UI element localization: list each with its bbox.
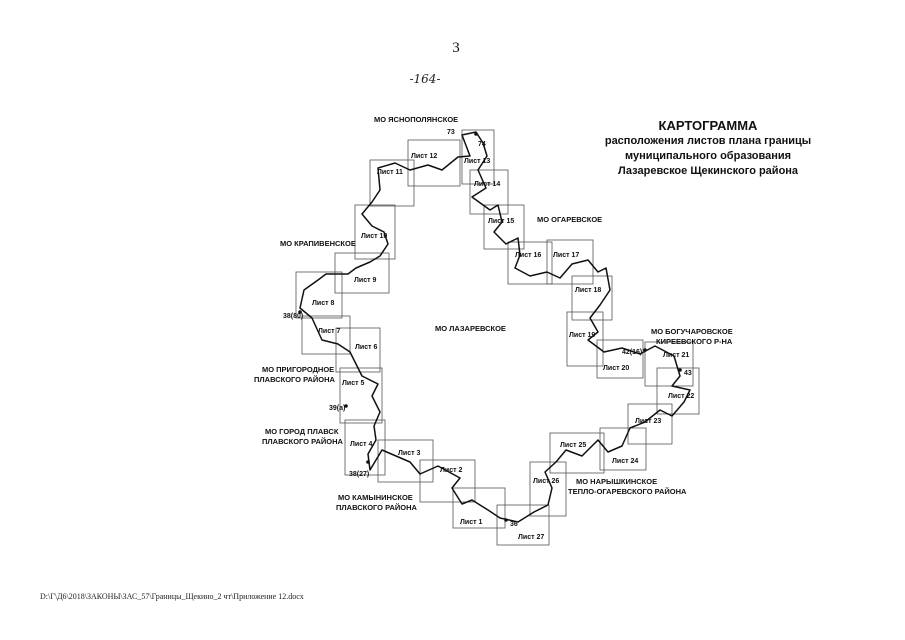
sheet-3-frame[interactable]	[377, 439, 434, 483]
sheet-label-13[interactable]: Лист 13	[464, 158, 490, 165]
sheet-19-frame[interactable]	[566, 311, 604, 367]
sheet-label-16[interactable]: Лист 16	[515, 252, 541, 259]
point-marker-36	[504, 518, 508, 522]
sheet-label-2[interactable]: Лист 2	[440, 467, 462, 474]
page-number: 3	[452, 40, 460, 56]
point-marker-38-27	[366, 460, 370, 464]
sheet-12-frame[interactable]	[407, 139, 461, 187]
neighbor-naryshkinskoe-line2: ТЕПЛО-ОГАРЕВСКОГО РАЙОНА	[568, 487, 687, 496]
map-title: КАРТОГРАММА расположения листов плана гр…	[578, 118, 838, 179]
sheet-label-8[interactable]: Лист 8	[312, 300, 334, 307]
sheet-20-frame[interactable]	[596, 339, 644, 379]
sheet-10-frame[interactable]	[354, 204, 396, 260]
sheet-label-15[interactable]: Лист 15	[488, 218, 514, 225]
sheet-label-14[interactable]: Лист 14	[474, 181, 500, 188]
sheet-8-frame[interactable]	[295, 271, 343, 319]
sheet-label-19[interactable]: Лист 19	[569, 332, 595, 339]
title-line-3: муниципального образования	[624, 150, 792, 162]
point-label-36: 36	[510, 521, 518, 528]
sheet-6-frame[interactable]	[335, 327, 381, 373]
sheet-label-6[interactable]: Лист 6	[355, 344, 377, 351]
sheet-label-20[interactable]: Лист 20	[603, 365, 629, 372]
point-label-38-27: 38(27)	[349, 471, 369, 478]
neighbor-kamyninskoe-line1: МО КАМЫНИНСКОЕ	[338, 493, 413, 502]
sheet-17-frame[interactable]	[546, 239, 594, 285]
sheet-label-22[interactable]: Лист 22	[668, 393, 694, 400]
sheet-23-frame[interactable]	[627, 403, 673, 445]
municipal-boundary-line	[299, 131, 691, 523]
sheet-1-frame[interactable]	[452, 487, 506, 529]
sheet-label-10[interactable]: Лист 10	[361, 233, 387, 240]
sheet-18-frame[interactable]	[571, 275, 613, 321]
sheet-label-11[interactable]: Лист 11	[377, 169, 403, 176]
point-marker-38-80	[298, 310, 302, 314]
point-markers	[298, 132, 682, 522]
document-file-path: D:\Г\Д6\2018\ЗАКОНЫ\ЗАС_57\Границы_Щекин…	[40, 592, 304, 601]
neighbor-prigorodnoe-line1: МО ПРИГОРОДНОЕ	[262, 365, 334, 374]
point-labels: 73 74 38(80) 39(a) 38(27) 36 42(16) 43	[283, 129, 692, 528]
point-marker-43	[678, 368, 682, 372]
municipality-labels: МО ЛАЗАРЕВСКОЕ МО ЯСНОПОЛЯНСКОЕ МО ОГАРЕ…	[254, 115, 733, 512]
sheet-label-12[interactable]: Лист 12	[411, 153, 437, 160]
sheet-grid	[295, 129, 700, 546]
point-label-74: 74	[478, 141, 486, 148]
neighbor-bogucharovskoe-line1: МО БОГУЧАРОВСКОЕ	[651, 327, 733, 336]
sheet-5-frame[interactable]	[339, 367, 383, 424]
neighbor-plavsk-line1: МО ГОРОД ПЛАВСК	[265, 427, 339, 436]
sheet-label-1[interactable]: Лист 1	[460, 519, 482, 526]
sheet-4-frame[interactable]	[344, 419, 386, 476]
neighbor-bogucharovskoe-line2: КИРЕЕВСКОГО Р-НА	[656, 337, 733, 346]
sheet-label-25[interactable]: Лист 25	[560, 442, 586, 449]
sheet-21-frame[interactable]	[644, 341, 694, 387]
neighbor-yasnopolyanskoe: МО ЯСНОПОЛЯНСКОЕ	[374, 115, 458, 124]
neighbor-naryshkinskoe-line1: МО НАРЫШКИНСКОЕ	[576, 477, 657, 486]
sheet-25-frame[interactable]	[549, 432, 605, 474]
sheet-16-frame[interactable]	[507, 241, 553, 285]
point-marker-74	[474, 132, 478, 136]
sheet-2-frame[interactable]	[419, 459, 476, 503]
sheet-label-26[interactable]: Лист 26	[533, 478, 559, 485]
sheet-label-9[interactable]: Лист 9	[354, 277, 376, 284]
point-marker-39a	[344, 404, 348, 408]
sheet-label-18[interactable]: Лист 18	[575, 287, 601, 294]
sheet-label-21[interactable]: Лист 21	[663, 352, 689, 359]
sheet-26-frame[interactable]	[529, 461, 567, 517]
center-municipality-label: МО ЛАЗАРЕВСКОЕ	[435, 324, 506, 333]
sheet-27-frame[interactable]	[496, 504, 550, 546]
sheet-label-4[interactable]: Лист 4	[350, 441, 372, 448]
neighbor-kamyninskoe-line2: ПЛАВСКОГО РАЙОНА	[336, 503, 417, 512]
point-label-42-16: 42(16)	[622, 349, 642, 356]
title-line-1: КАРТОГРАММА	[658, 118, 758, 133]
sheet-7-frame[interactable]	[301, 315, 351, 355]
point-label-43: 43	[684, 370, 692, 377]
neighbor-ogarevskoe: МО ОГАРЕВСКОЕ	[537, 215, 602, 224]
sheet-label-27[interactable]: Лист 27	[518, 534, 544, 541]
point-label-39a: 39(a)	[329, 405, 345, 412]
sheet-label-17[interactable]: Лист 17	[553, 252, 579, 259]
title-line-4: Лазаревское Щекинского района	[617, 165, 799, 177]
sheet-15-frame[interactable]	[483, 204, 525, 250]
sheet-11-frame[interactable]	[369, 159, 415, 207]
sheet-label-24[interactable]: Лист 24	[612, 458, 638, 465]
handwritten-page-note: -164-	[409, 72, 441, 86]
neighbor-krapivenskoe: МО КРАПИВЕНСКОЕ	[280, 239, 356, 248]
sheet-9-frame[interactable]	[334, 252, 390, 294]
sheet-labels: Лист 1 Лист 2 Лист 3 Лист 4 Лист 5 Лист …	[312, 153, 694, 541]
sheet-label-5[interactable]: Лист 5	[342, 380, 364, 387]
point-marker-42-16	[643, 348, 647, 352]
point-label-73: 73	[447, 129, 455, 136]
neighbor-prigorodnoe-line2: ПЛАВСКОГО РАЙОНА	[254, 375, 335, 384]
sheet-label-7[interactable]: Лист 7	[318, 328, 340, 335]
sheet-label-3[interactable]: Лист 3	[398, 450, 420, 457]
sheet-label-23[interactable]: Лист 23	[635, 418, 661, 425]
point-label-38-80: 38(80)	[283, 313, 303, 320]
neighbor-plavsk-line2: ПЛАВСКОГО РАЙОНА	[262, 437, 343, 446]
sheet-24-frame[interactable]	[599, 427, 647, 471]
title-line-2: расположения листов плана границы	[604, 135, 812, 147]
sheet-14-frame[interactable]	[469, 169, 509, 215]
